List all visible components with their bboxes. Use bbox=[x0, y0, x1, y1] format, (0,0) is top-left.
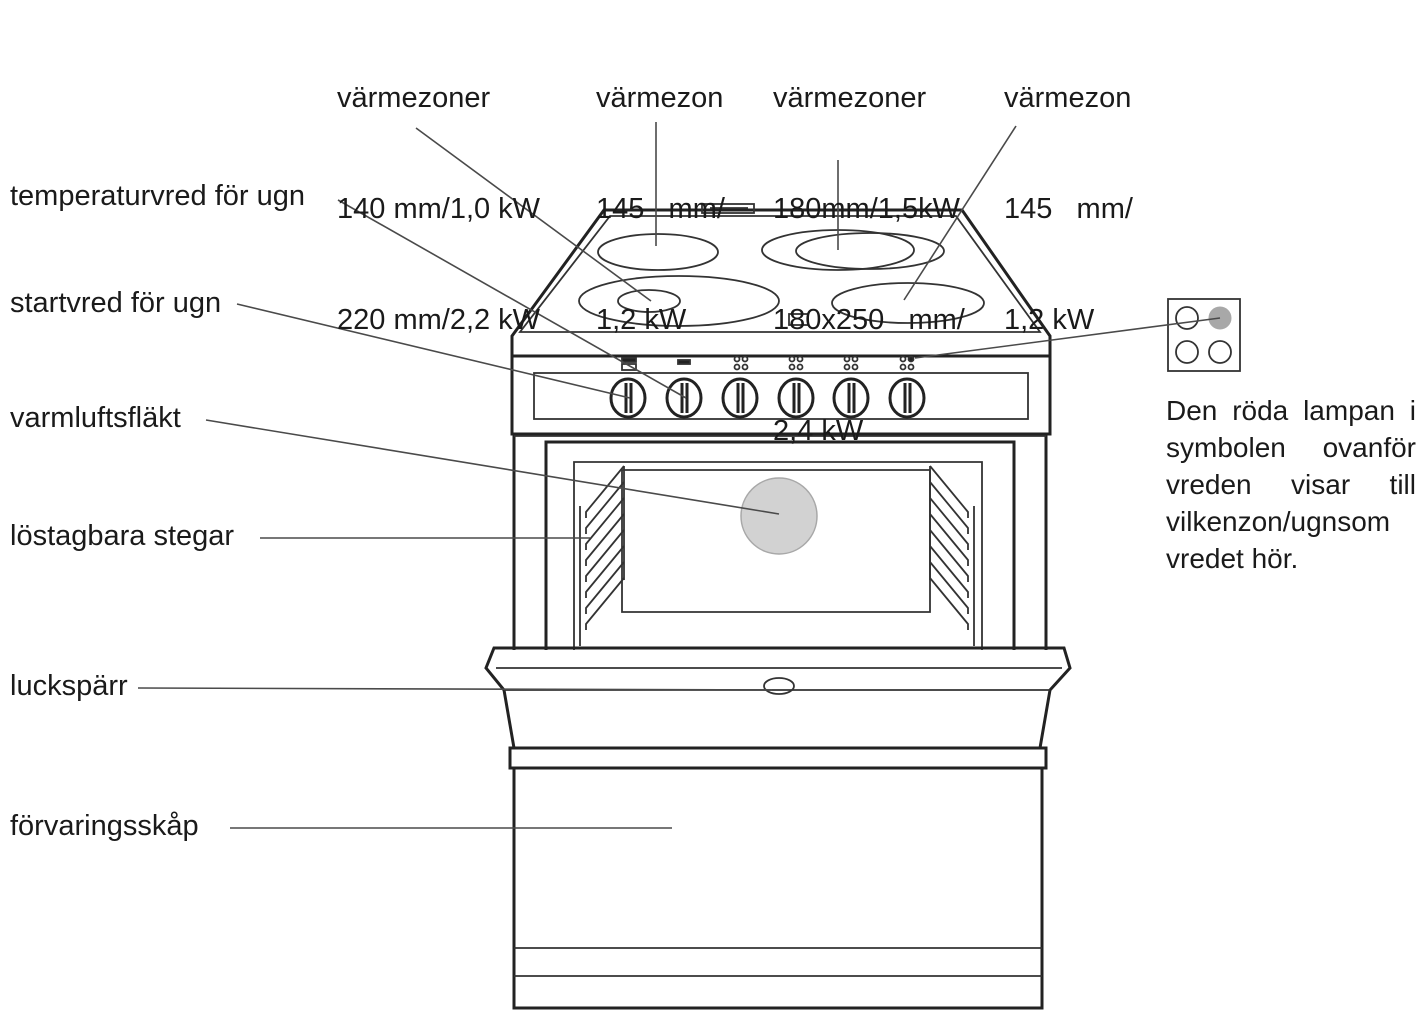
zone-label-title: värmezon bbox=[596, 82, 724, 114]
zone-label-line: 2,4 kW bbox=[773, 415, 864, 447]
zone-label-title: värmezoner bbox=[773, 82, 927, 114]
door-lock bbox=[763, 677, 795, 695]
fan bbox=[740, 477, 818, 555]
zone-back-right-round bbox=[795, 232, 945, 270]
note-line: symbolen ovanför bbox=[1166, 432, 1416, 463]
zone-label-line: 180x250 mm/ bbox=[773, 304, 965, 336]
knob-zone-4 bbox=[888, 377, 926, 419]
zone-label-line: 1,2 kW bbox=[596, 304, 687, 336]
label-door-lock: luckspärr bbox=[10, 670, 128, 702]
knob-oven-temperature bbox=[609, 377, 647, 419]
zone-label-line: 145 mm/ bbox=[596, 193, 725, 225]
zone-back-left bbox=[597, 233, 719, 271]
note-line: vreden visar till bbox=[1166, 469, 1416, 500]
zone-front-left-inner bbox=[617, 289, 681, 313]
zone-label-line: 1,2 kW bbox=[1004, 304, 1095, 336]
left-rack bbox=[579, 465, 625, 646]
label-temperature-knob: temperaturvred för ugn bbox=[10, 180, 305, 212]
note-line: Den röda lampan i bbox=[1166, 395, 1416, 426]
label-storage: förvaringsskåp bbox=[10, 810, 199, 842]
zone-label-line: 180mm/1,5kW bbox=[773, 193, 960, 225]
zone-label-title: värmezon bbox=[1004, 82, 1132, 114]
oven-door bbox=[484, 646, 1072, 750]
zone-label-left-dual: värmezoner 140 mm/1,0 kW 220 mm/2,2 kW bbox=[337, 6, 540, 413]
zone-label-line: 145 mm/ bbox=[1004, 193, 1133, 225]
zone-front-left-outer bbox=[578, 275, 780, 327]
knob-zone-1 bbox=[721, 377, 759, 419]
zone-label-line: 140 mm/1,0 kW bbox=[337, 193, 541, 225]
zone-label-line: 220 mm/2,2 kW bbox=[337, 304, 541, 336]
leader-lines bbox=[137, 122, 1221, 829]
storage-drawer bbox=[508, 746, 1048, 1010]
knob-zone-3 bbox=[832, 377, 870, 419]
note-line: vilkenzon/ugnsom bbox=[1166, 506, 1391, 537]
right-rack bbox=[929, 465, 975, 646]
zone-front-right bbox=[831, 282, 985, 324]
knob-zone-2 bbox=[777, 377, 815, 419]
zone-label-front-right: värmezon 145 mm/ 1,2 kW bbox=[1004, 6, 1133, 413]
indicator-symbol bbox=[1167, 298, 1241, 372]
knob-oven-start bbox=[665, 377, 703, 419]
zone-label-title: värmezoner bbox=[337, 82, 491, 114]
zone-label-back-left: värmezon 145 mm/ 1,2 kW bbox=[596, 6, 725, 413]
label-racks: löstagbara stegar bbox=[10, 520, 235, 552]
control-panel bbox=[510, 354, 1052, 436]
zone-label-back-right-dual: värmezoner 180mm/1,5kW 180x250 mm/ 2,4 k… bbox=[773, 6, 965, 524]
note-line: vredet hör. bbox=[1166, 543, 1299, 574]
label-fan: varmluftsfläkt bbox=[10, 402, 181, 434]
indicator-note: Den röda lampan i symbolen ovanför vrede… bbox=[1166, 392, 1416, 577]
label-start-knob: startvred för ugn bbox=[10, 287, 222, 319]
